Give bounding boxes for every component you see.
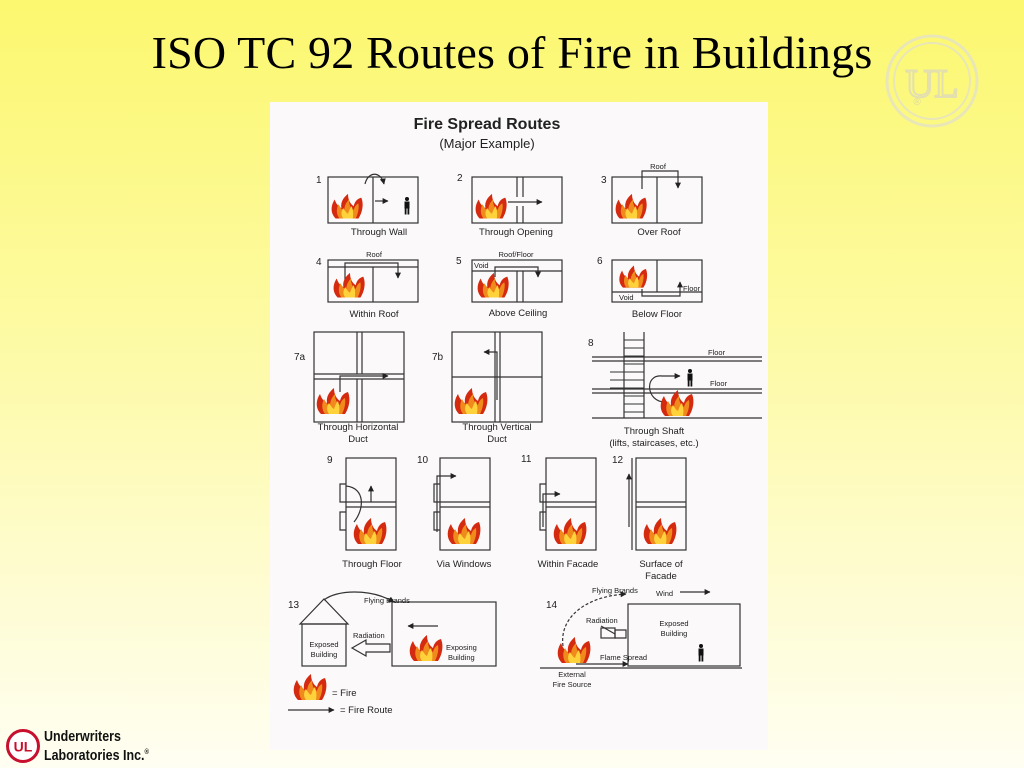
wind-label: Wind: [656, 589, 673, 598]
fire-spread-diagram: Fire Spread Routes (Major Example): [288, 116, 762, 716]
exposing-building-label: Building: [448, 653, 475, 662]
logo-line-2: Laboratories Inc.®: [44, 745, 149, 764]
roof-floor-label: Roof/Floor: [498, 250, 534, 259]
exposed-building-label: Building: [311, 650, 338, 659]
ul-logo-icon: UL: [6, 729, 40, 763]
roof-label: Roof: [650, 162, 667, 171]
external-fire-source-label: External: [558, 670, 586, 679]
panel-caption: Within Facade: [538, 559, 599, 570]
floor-label: Floor: [710, 379, 728, 388]
panel-number: 12: [612, 455, 624, 466]
panel-number: 10: [417, 455, 429, 466]
flame-spread-label: Flame Spread: [600, 653, 647, 662]
panel-caption: Via Windows: [437, 559, 492, 570]
panel-caption: Duct: [487, 434, 507, 445]
panel-caption: Through Horizontal: [318, 422, 399, 433]
panel-number: 8: [588, 338, 594, 349]
logo-wordmark: Underwriters Laboratories Inc.®: [44, 729, 149, 764]
exposing-building-label: Exposing: [446, 643, 477, 652]
ul-watermark-logo: UL ®: [885, 34, 979, 128]
panel-number: 7b: [432, 352, 444, 363]
panel-caption: Through Floor: [342, 559, 402, 570]
panel-number: 5: [456, 256, 462, 267]
panel-caption: Facade: [645, 571, 677, 582]
radiation-label: Radiation: [353, 631, 385, 640]
floor-label: Floor: [683, 284, 701, 293]
panel-number: 13: [288, 600, 300, 611]
exposed-building-label: Building: [661, 629, 688, 638]
figure-title: Fire Spread Routes: [414, 116, 561, 133]
panel-number: 6: [597, 256, 603, 267]
panel-number: 7a: [294, 352, 306, 363]
underwriters-laboratories-logo: UL Underwriters Laboratories Inc.®: [6, 727, 176, 767]
legend-fire-label: = Fire: [332, 688, 357, 699]
panel-number: 14: [546, 600, 558, 611]
logo-line-2-text: Laboratories Inc.: [44, 747, 145, 764]
flying-brands-label: Flying Brands: [592, 586, 638, 595]
watermark-letters: UL: [905, 61, 958, 106]
panel-number: 9: [327, 455, 333, 466]
panel-number: 4: [316, 257, 322, 268]
logo-line-1: Underwriters: [44, 729, 121, 745]
panel-caption: Below Floor: [632, 309, 682, 320]
panel-caption: Through Shaft: [624, 426, 685, 437]
roof-label: Roof: [366, 250, 383, 259]
legend-route-label: = Fire Route: [340, 705, 393, 716]
radiation-label: Radiation: [586, 616, 618, 625]
fire-spread-routes-figure: Fire Spread Routes (Major Example): [270, 102, 768, 750]
figure-subtitle: (Major Example): [439, 136, 534, 151]
void-label: Void: [619, 293, 634, 302]
slide-title: ISO TC 92 Routes of Fire in Buildings: [151, 27, 873, 78]
panel-caption: Above Ceiling: [489, 308, 548, 319]
flying-brands-label: Flying Brands: [364, 596, 410, 605]
panel-caption: Through Wall: [351, 227, 407, 238]
panel-caption: Surface of: [639, 559, 683, 570]
floor-label: Floor: [708, 348, 726, 357]
panel-caption: Within Roof: [349, 309, 398, 320]
panel-caption: (lifts, staircases, etc.): [609, 438, 698, 449]
void-label: Void: [474, 261, 489, 270]
logo-reg-mark: ®: [144, 749, 149, 756]
external-fire-source-label: Fire Source: [553, 680, 592, 689]
panel-caption: Through Vertical: [462, 422, 531, 433]
panel-number: 2: [457, 173, 463, 184]
exposed-building-label: Exposed: [659, 619, 688, 628]
panel-caption: Duct: [348, 434, 368, 445]
watermark-reg: ®: [913, 97, 921, 108]
logo-letters: UL: [14, 739, 33, 755]
panel-number: 3: [601, 175, 607, 186]
exposed-building-label: Exposed: [309, 640, 338, 649]
panel-number: 11: [521, 454, 532, 465]
panel-caption: Over Roof: [637, 227, 681, 238]
panel-caption: Through Opening: [479, 227, 553, 238]
panel-number: 1: [316, 175, 322, 186]
